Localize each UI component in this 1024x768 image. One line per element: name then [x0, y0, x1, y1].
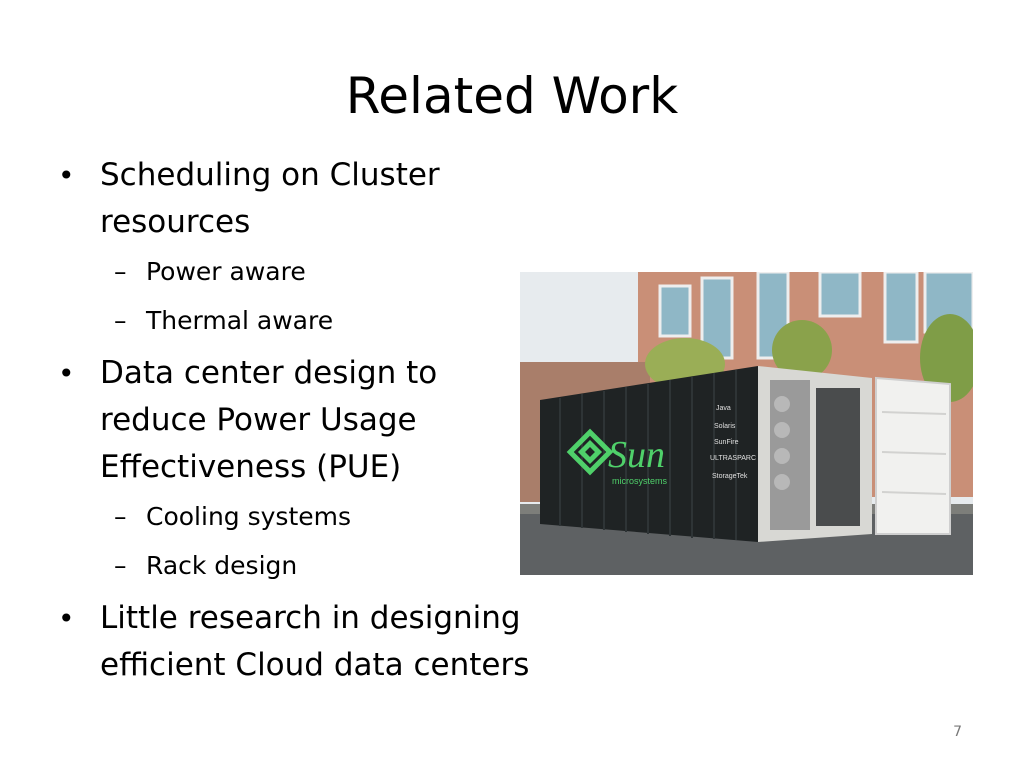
bullet-icon: •	[58, 602, 75, 635]
sub-bullet-text: Thermal aware	[146, 306, 334, 335]
container-label: Java	[716, 405, 731, 412]
container-label: Solaris	[714, 423, 736, 430]
bullet-text: Data center design to reduce Power Usage…	[100, 355, 438, 485]
sun-logo-text: Sun	[608, 434, 665, 476]
container-photo: Sun microsystems Java Solaris SunFire UL…	[520, 272, 973, 575]
page-number: 7	[953, 724, 962, 740]
bullet-icon: •	[58, 357, 75, 390]
bullet-item: • Data center design to reduce Power Usa…	[58, 350, 538, 491]
sub-bullet-text: Power aware	[146, 257, 306, 286]
bullet-item: • Little research in designing efficient…	[58, 595, 538, 689]
bullet-text: Little research in designing efficient C…	[100, 600, 530, 683]
shipping-container-illustration: Sun microsystems Java Solaris SunFire UL…	[520, 272, 973, 575]
dash-icon: –	[114, 502, 127, 531]
sub-bullet-text: Cooling systems	[146, 502, 352, 531]
bullet-item: • Scheduling on Cluster resources	[58, 152, 538, 246]
sub-bullet-text: Rack design	[146, 551, 298, 580]
container-label: ULTRASPARC	[710, 455, 756, 462]
container-label: StorageTek	[712, 473, 748, 480]
container-label: SunFire	[714, 439, 739, 446]
sub-bullet-item: – Thermal aware	[58, 301, 538, 341]
dash-icon: –	[114, 257, 127, 286]
sun-logo: Sun microsystems	[566, 428, 668, 486]
sun-logo-subtext: microsystems	[612, 476, 668, 486]
sub-bullet-item: – Rack design	[58, 546, 538, 586]
bullet-text: Scheduling on Cluster resources	[100, 157, 440, 240]
slide-title: Related Work	[345, 67, 679, 125]
sub-bullet-item: – Cooling systems	[58, 497, 538, 537]
bullet-list: • Scheduling on Cluster resources – Powe…	[58, 152, 538, 695]
dash-icon: –	[114, 306, 127, 335]
sub-bullet-item: – Power aware	[58, 252, 538, 292]
bullet-icon: •	[58, 159, 75, 192]
dash-icon: –	[114, 551, 127, 580]
